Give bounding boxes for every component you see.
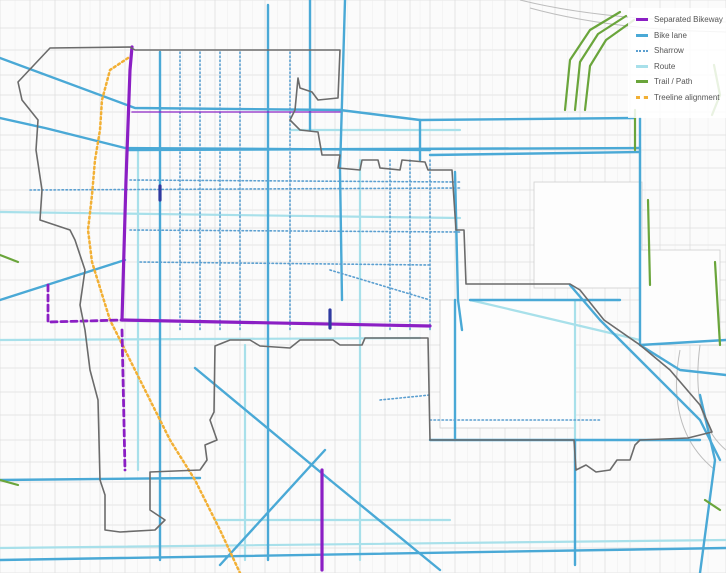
bike-lane-line <box>0 258 127 302</box>
trail-line <box>703 498 722 512</box>
bike-lane-line <box>0 546 726 562</box>
legend-item-sharrow: Sharrow <box>636 43 726 59</box>
campus-outlines <box>439 181 721 429</box>
legend-label: Sharrow <box>654 46 684 56</box>
legend-swatch-treeline <box>636 95 648 99</box>
bike-lane-line <box>218 448 327 567</box>
legend-item-bike-lane: Bike lane <box>636 28 726 44</box>
legend-label: Route <box>654 61 676 71</box>
trail-line <box>713 260 722 347</box>
legend-item-trail: Trail / Path <box>636 74 726 90</box>
trail-line <box>646 198 652 287</box>
legend-swatch-route <box>636 64 648 68</box>
legend-label: Separated Bikeway <box>654 15 723 25</box>
bike-lane-line <box>338 0 347 302</box>
trail-line <box>583 18 636 112</box>
trail-line <box>573 14 628 112</box>
route-line <box>0 210 462 220</box>
legend-item-treeline: Treeline alignment <box>636 90 726 106</box>
sharrow-line <box>329 269 431 301</box>
sharrow-line <box>129 229 461 233</box>
bike-lane-line <box>328 478 442 572</box>
separated-bikeway-planned <box>46 283 124 324</box>
bike-lane-line <box>453 170 464 332</box>
trail-line <box>563 10 622 112</box>
legend-item-separated-bikeway: Separated Bikeway <box>636 12 726 28</box>
sharrow-line <box>129 179 461 183</box>
trail-line <box>0 478 20 487</box>
map-legend: Separated Bikeway Bike lane Sharrow Rout… <box>636 12 726 105</box>
bike-lane-line <box>428 150 642 157</box>
route-line <box>0 336 422 342</box>
study-area-boundary <box>17 46 713 533</box>
bike-lane-line <box>0 56 342 112</box>
separated-bikeway <box>120 318 432 328</box>
treeline-alignment <box>86 56 242 573</box>
legend-swatch-bike-lane <box>636 33 648 37</box>
route-line <box>0 538 726 550</box>
legend-background <box>628 8 726 118</box>
legend-label: Treeline alignment <box>654 92 720 102</box>
trail-line <box>0 253 20 264</box>
bike-lane-line <box>126 146 642 152</box>
sharrow-line <box>139 261 431 266</box>
legend-item-route: Route <box>636 59 726 75</box>
legend-swatch-trail <box>636 80 648 84</box>
legend-swatch-separated-bikeway <box>636 18 648 22</box>
sharrow-line <box>379 394 431 401</box>
legend-label: Bike lane <box>654 30 687 40</box>
legend-swatch-sharrow <box>636 49 648 52</box>
separated-bikeway-planned <box>120 328 127 472</box>
separated-bikeway <box>120 45 134 322</box>
sharrow-line <box>29 187 461 191</box>
bike-lane-line <box>638 343 726 377</box>
bike-lane-line <box>193 366 332 482</box>
legend-label: Trail / Path <box>654 77 693 87</box>
